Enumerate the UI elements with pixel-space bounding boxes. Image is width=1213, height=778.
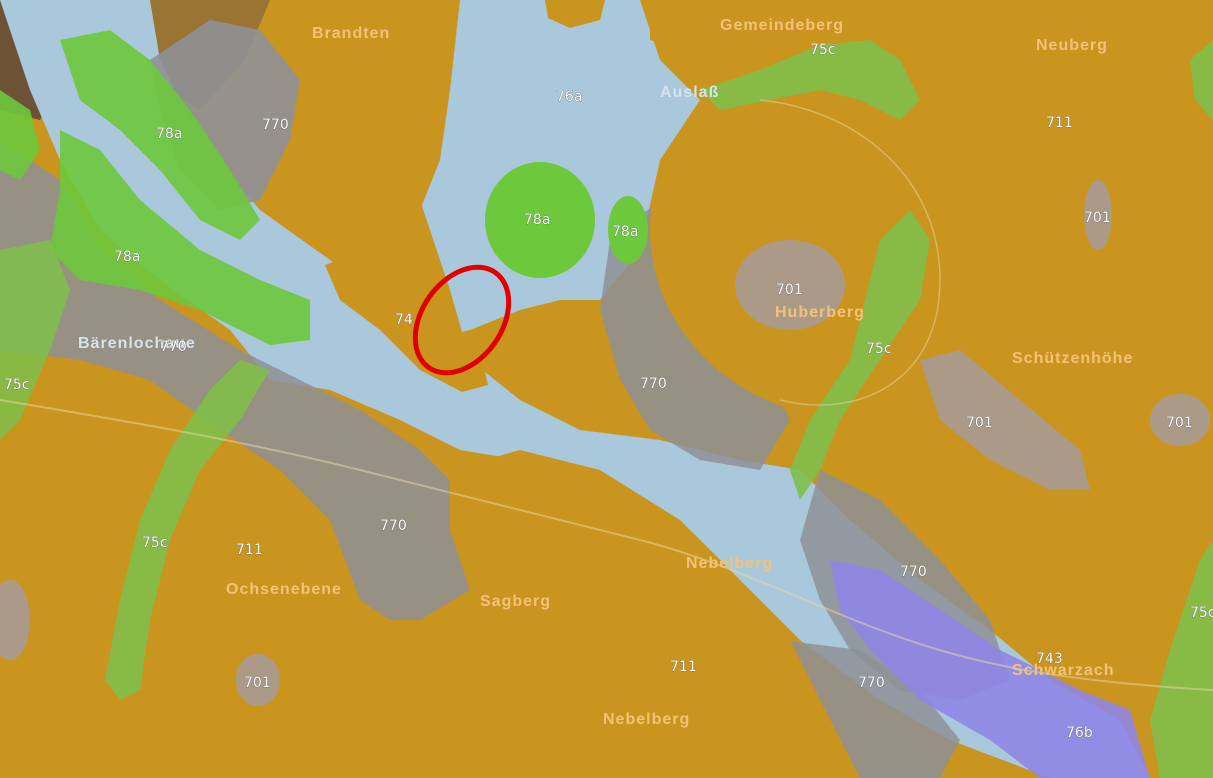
unit-label: 75c: [1190, 605, 1213, 621]
unit-label: 701: [966, 415, 993, 431]
unit-label: 770: [858, 675, 885, 691]
unit-label: 770: [900, 564, 927, 580]
unit-label: 78a: [156, 126, 182, 142]
green-zone-75c-right: [1150, 540, 1213, 778]
unit-label: 701: [1166, 415, 1193, 431]
unit-label: 701: [776, 282, 803, 298]
orange-zone-top: [545, 0, 605, 28]
place-label-brandten: Brandten: [312, 25, 390, 42]
green-zone-75c-south: [105, 360, 270, 700]
mauve-zone-701-neuberg: [1084, 180, 1112, 250]
mauve-zone-701-south: [236, 654, 280, 706]
orange-zone-74: [325, 252, 488, 392]
orange-zone-sagberg: [180, 450, 860, 778]
place-label-ochsenebene: Ochsenebene: [226, 581, 342, 598]
place-label-nebelberg-north: Nebelberg: [686, 555, 773, 572]
green-zone-edge: [0, 90, 40, 180]
place-label-schuetzenhoehe: Schützenhöhe: [1012, 350, 1133, 367]
unit-label: 75c: [142, 535, 168, 551]
place-label-gemeindeberg: Gemeindeberg: [720, 17, 844, 34]
unit-label: 75c: [4, 377, 30, 393]
orange-zone-neuberg: [880, 0, 1213, 640]
place-label-baerenlochaue: Bärenlochaue: [78, 335, 196, 352]
green-zone-75c-east: [790, 210, 930, 500]
mauve-zone-left: [0, 580, 30, 660]
unit-label: 75c: [810, 42, 836, 58]
unit-label: 770: [380, 518, 407, 534]
unit-label: 75c: [866, 341, 892, 357]
place-label-sagberg: Sagberg: [480, 593, 551, 610]
green-zone-78a-small: [608, 196, 648, 264]
unit-label: 78a: [612, 224, 638, 240]
unit-label: 770: [160, 339, 187, 355]
unit-label: 76a: [556, 89, 582, 105]
green-zone-78a-west: [50, 130, 310, 345]
unit-label: 711: [236, 542, 263, 558]
mauve-zone-701-schuetzenhoehe: [920, 350, 1090, 490]
unit-label: 76b: [1066, 725, 1093, 741]
mauve-zone-701-huberberg: [735, 240, 845, 330]
green-zone-75c-north: [700, 40, 920, 120]
place-label-nebelberg-south: Nebelberg: [603, 711, 690, 728]
unit-label: 711: [1046, 115, 1073, 131]
unit-label: 701: [1084, 210, 1111, 226]
orange-zone-ochsenebene: [0, 370, 200, 778]
green-zone-right-top: [1190, 40, 1213, 120]
unit-label: 743: [1036, 651, 1063, 667]
green-zone-78a-north: [60, 30, 260, 240]
unit-label: 701: [244, 675, 271, 691]
mauve-zone-701-east: [1150, 394, 1210, 446]
place-label-huberberg: Huberberg: [775, 304, 865, 321]
road-line: [0, 399, 1213, 691]
green-zone-78a-center: [485, 162, 595, 278]
highlight-circle[interactable]: [396, 250, 528, 391]
place-label-schwarzach: Schwarzach: [1012, 662, 1114, 679]
orange-zone-brandten: [300, 0, 460, 210]
unit-label: 74: [395, 312, 413, 328]
unit-label: 78a: [114, 249, 140, 265]
place-label-auslass: Auslaß: [660, 84, 719, 101]
unit-label: 770: [640, 376, 667, 392]
place-label-neuberg: Neuberg: [1036, 37, 1108, 54]
unit-label: 78a: [524, 212, 550, 228]
purple-zone-76b: [830, 560, 1150, 778]
unit-label: 711: [670, 659, 697, 675]
contour-line: [759, 99, 941, 406]
unit-label: 770: [262, 117, 289, 133]
green-zone-75c-west: [0, 240, 70, 440]
